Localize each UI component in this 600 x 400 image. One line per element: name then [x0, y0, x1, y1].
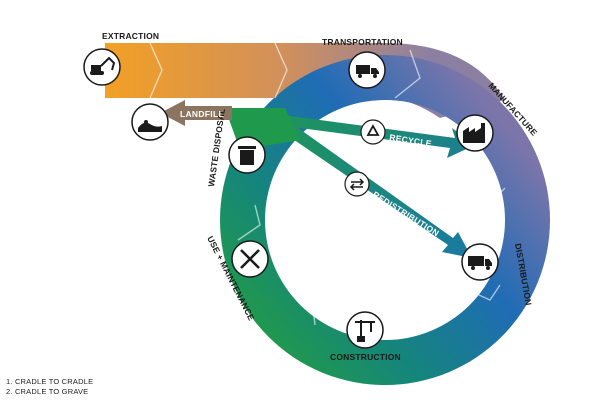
tools-icon [231, 240, 269, 278]
landfill-icon [131, 103, 169, 141]
landfill-arrow [160, 100, 232, 126]
excavator-icon [83, 48, 121, 86]
crane-icon [346, 311, 384, 349]
label-landfill: LANDFILL [180, 109, 224, 119]
trash-icon [228, 136, 266, 174]
band-dividers [149, 42, 506, 331]
swap-arrows-icon [344, 171, 370, 197]
recycle-icon [360, 119, 386, 145]
recycle-arrow [240, 110, 475, 158]
note-cradle-to-cradle: 1. CRADLE TO CRADLE [6, 377, 94, 386]
truck-icon [348, 51, 386, 89]
label-extraction: EXTRACTION [102, 31, 159, 41]
label-transportation: TRANSPORTATION [322, 37, 403, 47]
note-cradle-to-grave: 2. CRADLE TO GRAVE [6, 387, 89, 396]
legend-notes: 1. CRADLE TO CRADLE 2. CRADLE TO GRAVE [6, 377, 93, 397]
label-construction: CONSTRUCTION [330, 352, 401, 362]
distribution-truck-icon [461, 243, 499, 281]
factory-icon [456, 114, 494, 152]
